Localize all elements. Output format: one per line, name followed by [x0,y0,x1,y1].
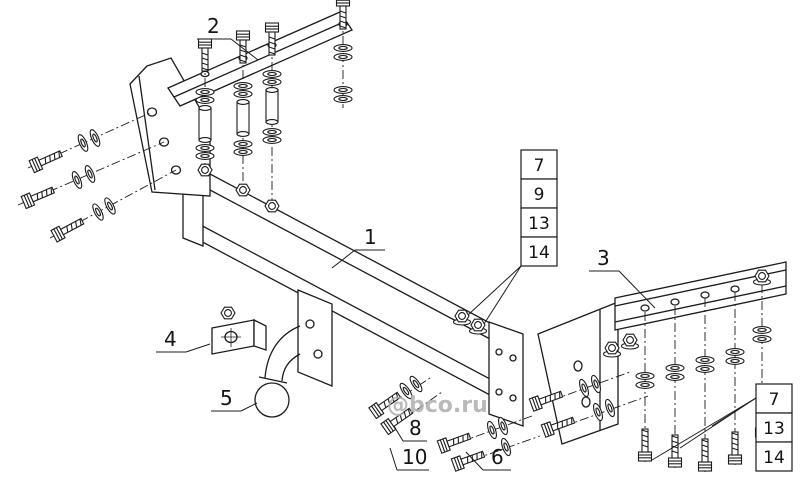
parts-layer [129,11,787,445]
part-labels: 2 1 3 4 5 6 8 10 [164,14,610,469]
callout-stack-right-labels: 7 13 14 [763,390,785,468]
part-label-2: 2 [207,14,220,38]
part-label-5: 5 [220,386,233,410]
callout-stack-right [755,383,793,472]
part-ball-mount [254,289,333,418]
callout-right-13: 13 [763,419,785,439]
callout-mid-14: 14 [528,243,550,263]
part-label-6: 6 [491,445,504,469]
part-label-8: 8 [409,416,422,440]
part-mounting-bar [614,261,787,331]
watermark: @bco.ru [387,393,488,418]
part-crossbeam [182,157,524,427]
callout-right-14: 14 [763,448,785,468]
part-label-3: 3 [597,246,610,270]
part-label-4: 4 [164,327,177,351]
callout-mid-7: 7 [534,156,545,176]
clamp-bolt [220,306,236,320]
callout-stack-mid-labels: 7 9 13 14 [528,156,550,263]
part-label-10: 10 [402,445,427,469]
callout-mid-13: 13 [528,214,550,234]
part-clamp-bracket [211,318,267,355]
callout-right-7: 7 [769,390,780,410]
callout-stack-mid [520,149,558,267]
bolt-group-left [20,127,118,243]
tow-ball [254,382,290,418]
callout-mid-9: 9 [534,185,545,205]
part-label-1: 1 [364,225,377,249]
leader-lines [156,38,757,471]
